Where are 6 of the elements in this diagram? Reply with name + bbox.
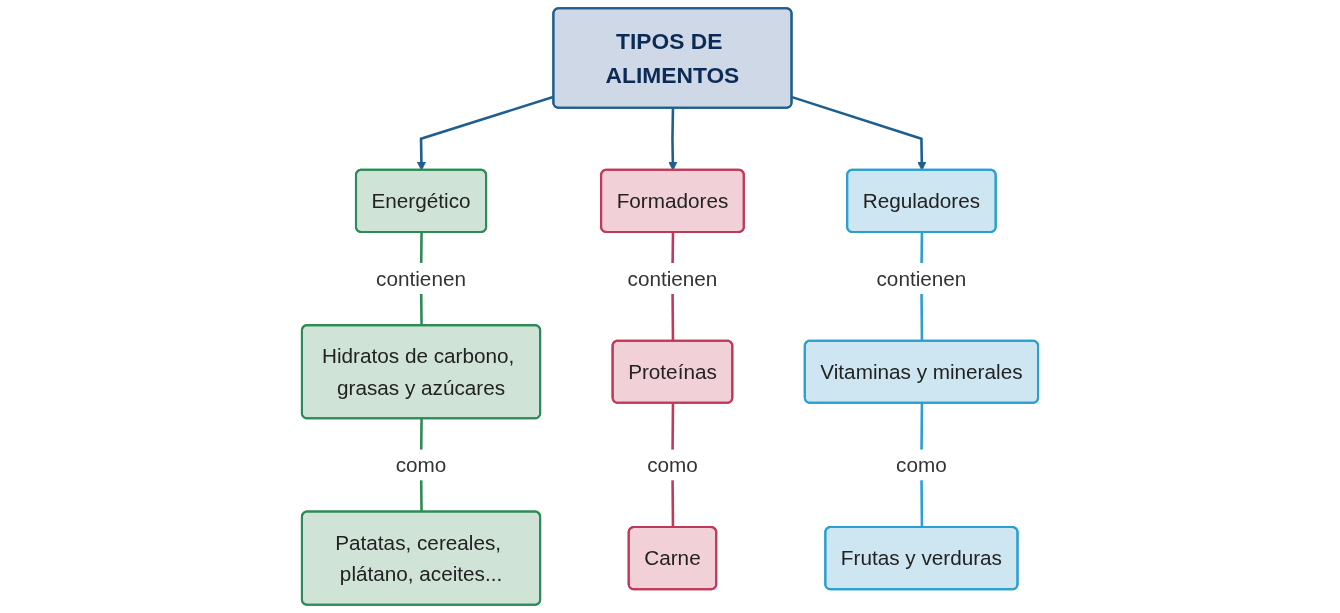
edge-label: contienen	[627, 267, 718, 290]
edge-label: como	[896, 453, 947, 477]
edge-label: contienen	[376, 267, 466, 290]
edge-label: contienen	[876, 267, 967, 290]
edge-label: como	[647, 453, 698, 477]
edge-label: como	[395, 453, 447, 477]
